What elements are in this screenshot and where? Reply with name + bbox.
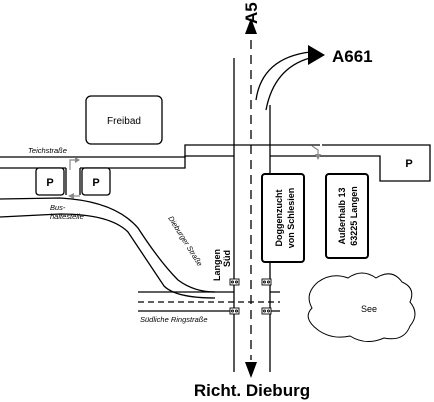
traffic-lights bbox=[229, 278, 272, 315]
a5-down-arrow-icon bbox=[245, 362, 257, 378]
suedliche-ringstrasse-label: Südliche Ringstraße bbox=[140, 315, 208, 324]
traffic-light-icon bbox=[261, 307, 272, 315]
parking-left-1-label: P bbox=[46, 177, 53, 189]
teich-arrow-head bbox=[75, 157, 80, 163]
a661-arrow-icon bbox=[308, 45, 325, 65]
dieburger-strasse-road bbox=[0, 197, 216, 293]
a5-arrows bbox=[245, 18, 257, 378]
direction-bottom-label: Richt. Dieburg bbox=[194, 381, 310, 400]
parking-left-2-label: P bbox=[92, 177, 99, 189]
address-label-2: 63225 Langen bbox=[349, 186, 359, 246]
bus-arrow-head bbox=[68, 193, 74, 199]
right-down-arrow-head bbox=[315, 154, 321, 160]
traffic-light-icon bbox=[261, 278, 272, 286]
highway-top-label: A5 bbox=[242, 2, 261, 24]
dieburger-strasse-label: Dieburger Straße bbox=[166, 214, 204, 268]
traffic-light-icon bbox=[229, 278, 240, 286]
teichstrasse-road-lower bbox=[0, 155, 234, 169]
langen-sued-label-2: Süd bbox=[222, 250, 232, 267]
doggenzucht-label-1: Doggenzucht bbox=[274, 190, 284, 247]
doggenzucht-building bbox=[261, 173, 305, 263]
doggenzucht-label-2: von Schlesien bbox=[286, 188, 296, 249]
teichstrasse-label: Teichstraße bbox=[28, 146, 67, 155]
bushaltestelle-label-1: Bus- bbox=[50, 203, 66, 212]
freibad-label: Freibad bbox=[107, 116, 141, 127]
address-building bbox=[325, 173, 369, 259]
buildings bbox=[35, 95, 369, 263]
see-label: See bbox=[361, 304, 377, 314]
road-network bbox=[0, 40, 431, 372]
freibad-building bbox=[85, 95, 163, 145]
traffic-light-icon bbox=[229, 307, 240, 315]
a661-ramp-outer bbox=[255, 51, 311, 101]
parking-right-access bbox=[270, 144, 431, 182]
bus-connector bbox=[65, 168, 81, 195]
parking-left-1 bbox=[35, 167, 65, 196]
langen-sued-label-1: Langen bbox=[212, 249, 222, 281]
see-lake bbox=[307, 272, 416, 342]
a5-up-arrow-icon bbox=[245, 18, 257, 34]
dieburger-strasse-road-inner bbox=[0, 213, 216, 299]
gray-direction-arrows bbox=[68, 145, 321, 199]
highway-exit-label: A661 bbox=[332, 47, 373, 66]
teichstrasse-road bbox=[0, 144, 320, 158]
bushaltestelle-label-2: haltestelle bbox=[50, 212, 84, 221]
parking-left-2 bbox=[81, 167, 111, 196]
parking-right-label: P bbox=[405, 158, 412, 170]
address-label-1: Außerhalb 13 bbox=[337, 187, 347, 244]
a661-ramp-inner bbox=[265, 57, 311, 111]
